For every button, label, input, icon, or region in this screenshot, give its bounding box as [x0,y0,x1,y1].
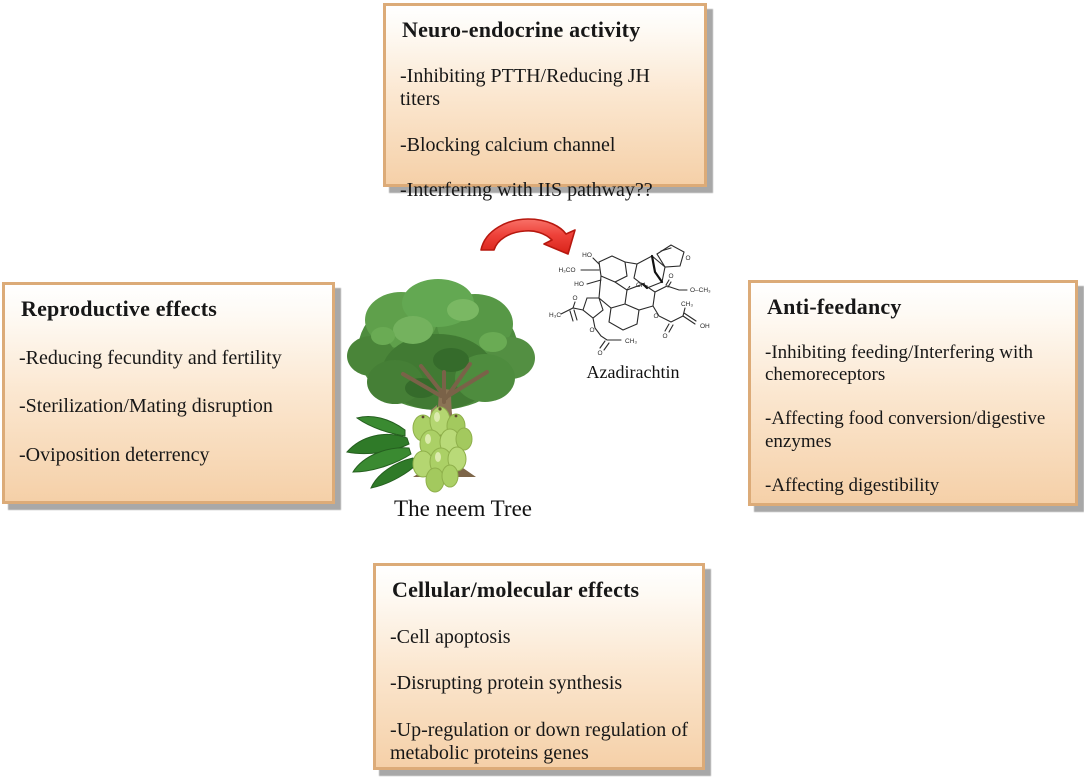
atom-label: O [653,313,658,320]
box-neuro-endocrine: Neuro-endocrine activity -Inhibiting PTT… [383,3,707,201]
atom-label: OH [700,323,710,330]
curved-arrow-icon [480,218,576,255]
box-cellular-molecular-effects-item: -Disrupting protein synthesis [390,672,623,695]
atom-label: HO [574,281,584,288]
neem-tree-illustration [346,279,535,493]
molecule-label: Azadirachtin [586,362,680,382]
atom-label: CH₃ [625,338,637,345]
box-anti-feedancy: Anti-feedancy -Inhibiting feeding/Interf… [748,280,1078,506]
box-reproductive-effects: Reproductive effects -Reducing fecundity… [2,282,335,504]
atom-label: O–CH₃ [690,287,711,294]
neem-fruits [346,406,473,493]
box-reproductive-effects-item: -Oviposition deterrency [19,443,210,466]
box-reproductive-effects-item: -Reducing fecundity and fertility [19,347,282,369]
box-cellular-molecular-effects-title: Cellular/molecular effects [392,577,640,602]
box-anti-feedancy-title: Anti-feedancy [767,294,902,319]
box-cellular-molecular-effects: Cellular/molecular effects -Cell apoptos… [373,563,705,770]
box-anti-feedancy-item: -Inhibiting feeding/Interfering with che… [765,342,1034,386]
box-neuro-endocrine-title: Neuro-endocrine activity [402,17,641,42]
box-neuro-endocrine-item: -Inhibiting PTTH/Reducing JH titers [400,65,650,111]
box-reproductive-effects-title: Reproductive effects [21,296,218,321]
box-cellular-molecular-effects-item: -Cell apoptosis [390,626,511,648]
atom-label: H₃C [549,312,561,319]
box-anti-feedancy-item: -Affecting food conversion/digestive enz… [765,408,1046,452]
azadirachtin-structure: HO H₃CO HO CH₃ O O O–CH₃ O O CH₃ OH H₃C … [549,244,711,357]
atom-label: O [589,327,594,334]
atom-label: O [662,333,667,340]
atom-label: O [668,273,673,280]
atom-label: O [572,295,577,302]
box-cellular-molecular-effects-item: -Up-regulation or down regulation of met… [390,718,688,765]
box-neuro-endocrine-item: -Interfering with IIS pathway?? [400,179,653,202]
atom-label: O [597,350,602,357]
box-reproductive-effects-item: -Sterilization/Mating disruption [19,395,273,418]
box-neuro-endocrine-item: -Blocking calcium channel [400,133,616,156]
atom-label: CH₃ [636,282,648,289]
tree-caption: The neem Tree [394,496,532,521]
molecule-atom-labels: HO H₃CO HO CH₃ O O O–CH₃ O O CH₃ OH H₃C … [549,252,711,357]
atom-label: HO [582,252,592,259]
atom-label: CH₃ [681,301,693,308]
box-anti-feedancy-item: -Affecting digestibility [765,474,940,496]
atom-label: O [685,255,690,262]
tree-canopy [347,279,535,410]
molecule-bonds [560,244,697,351]
atom-label: H₃CO [558,267,575,274]
